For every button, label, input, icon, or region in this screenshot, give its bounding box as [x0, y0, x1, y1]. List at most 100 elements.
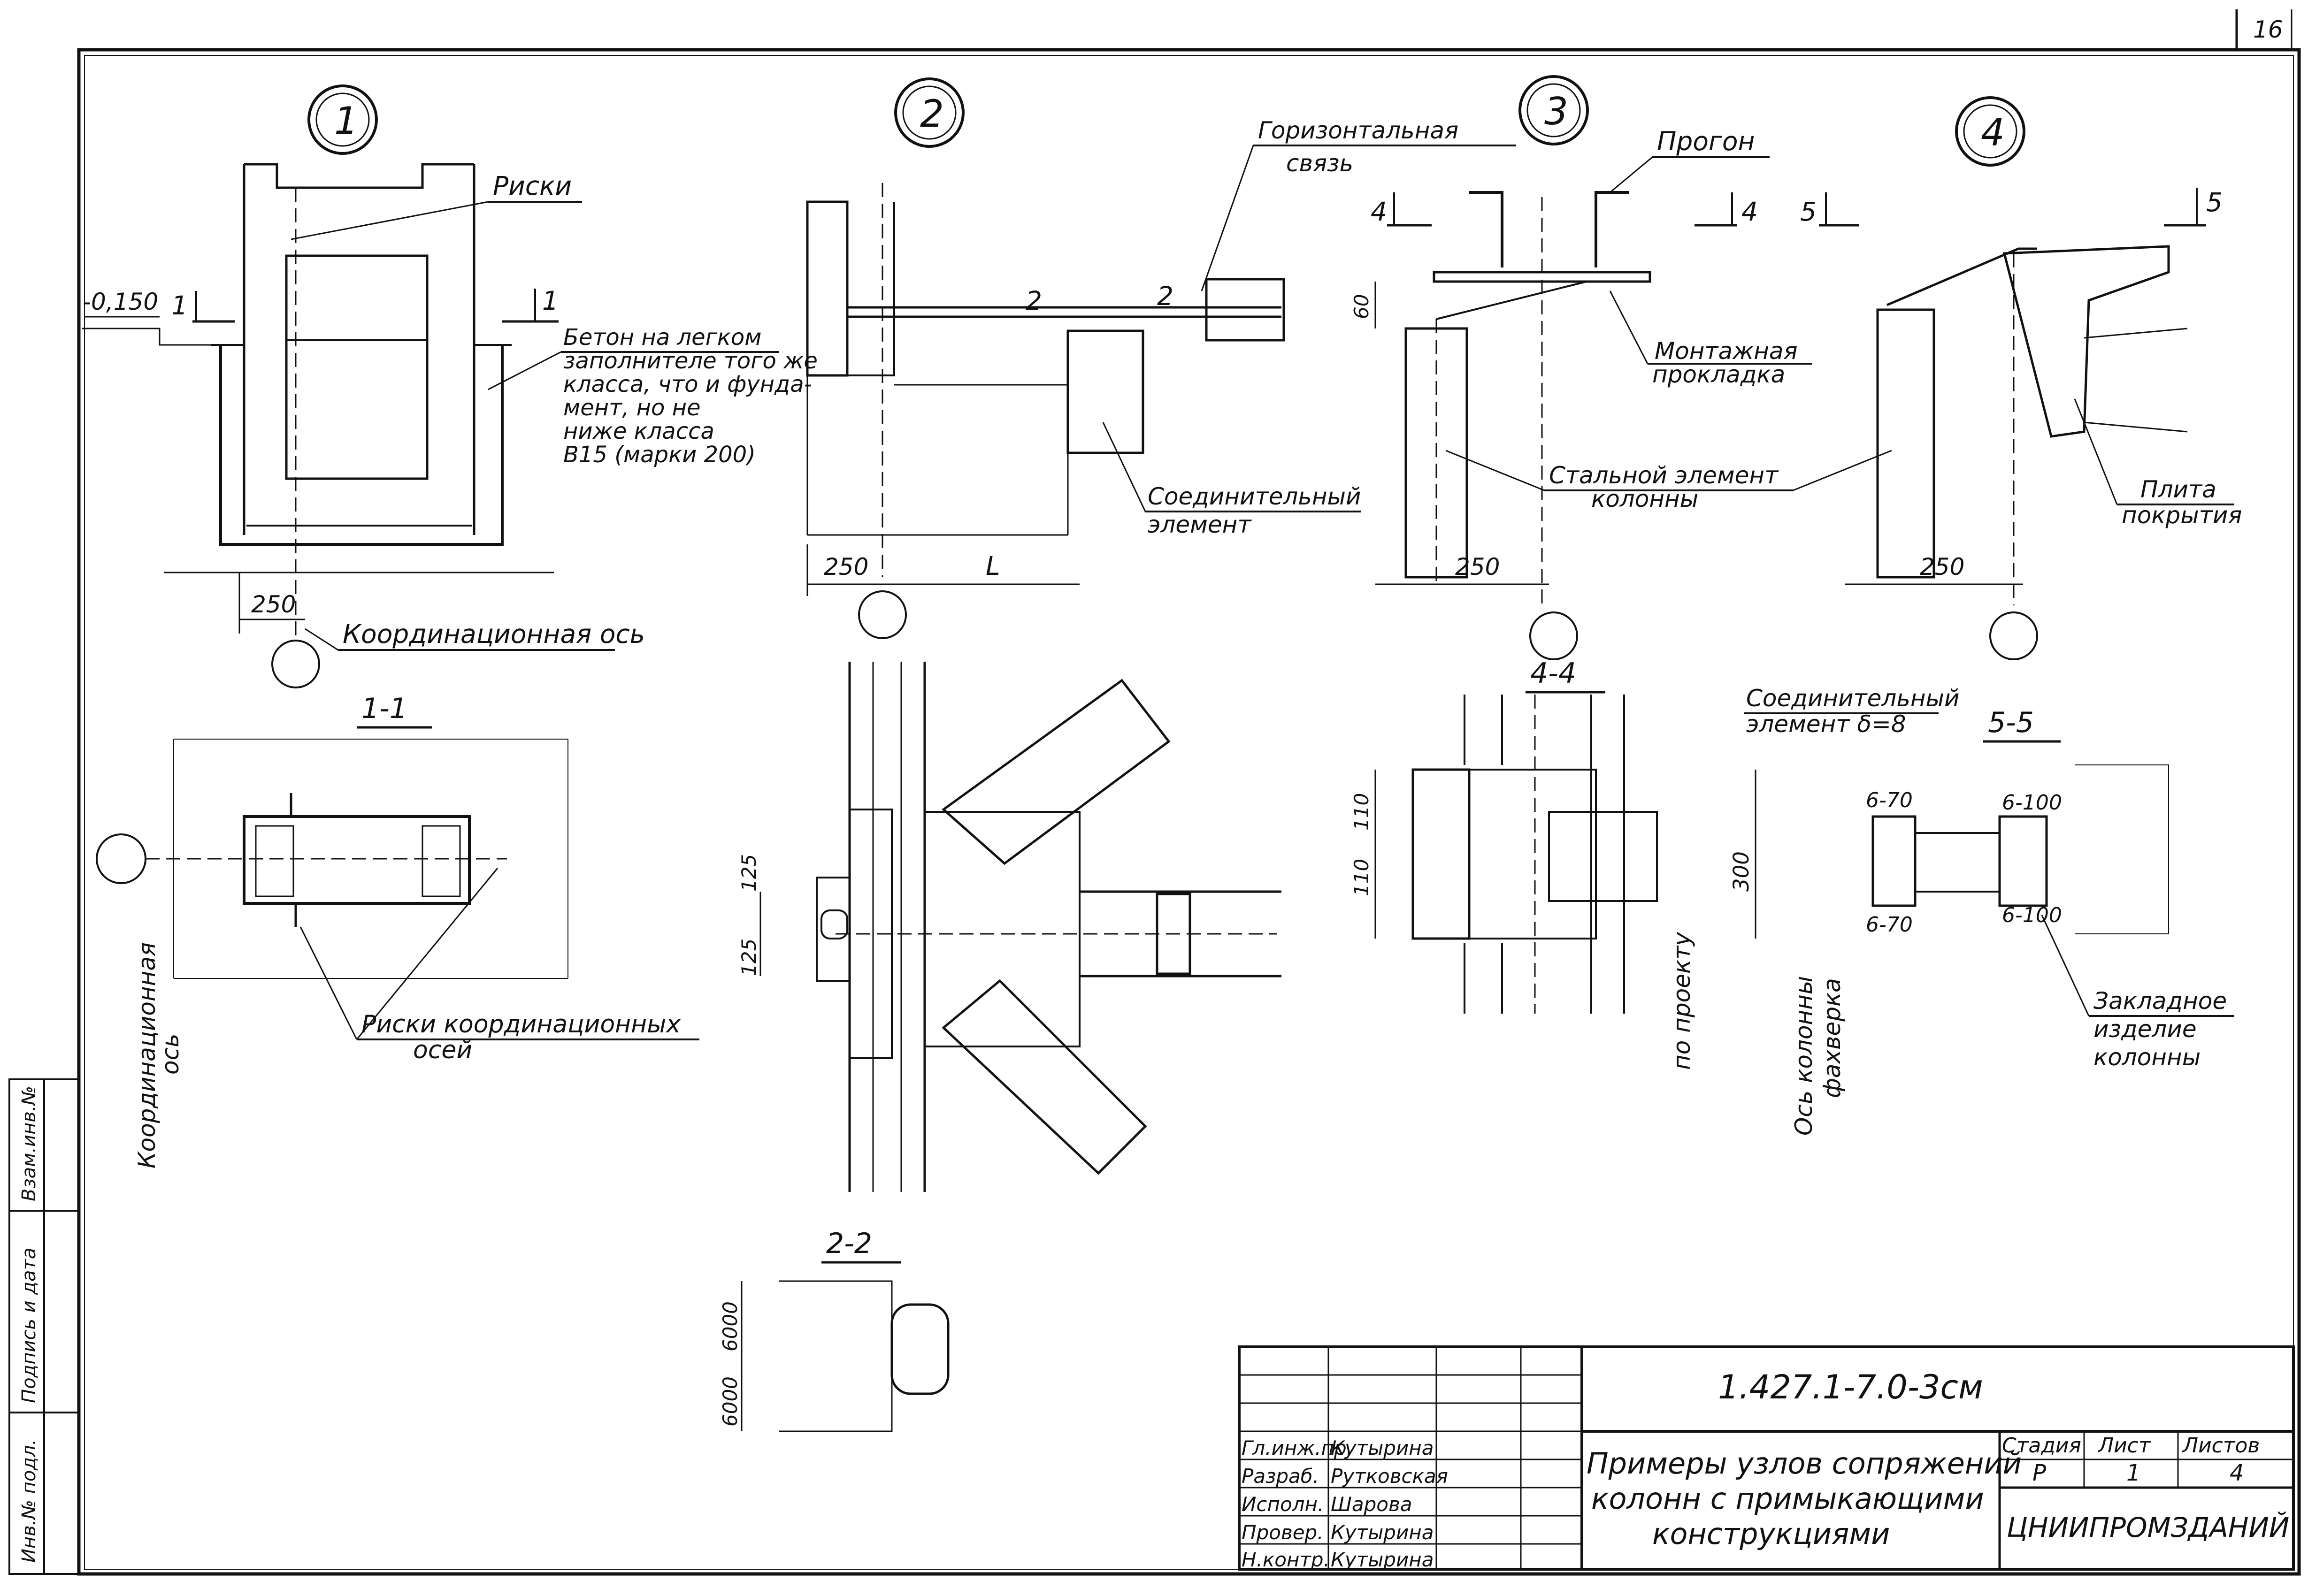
- section-2-2-label: 2-2: [826, 1227, 872, 1260]
- node-4-number: 4: [1981, 111, 2005, 154]
- section-4-4-label: 4-4: [1530, 657, 1576, 690]
- sheet-number: 16: [2253, 16, 2283, 43]
- doc-title-line3: конструкциями: [1652, 1517, 1890, 1551]
- svg-text:2: 2: [1157, 281, 1173, 311]
- svg-text:6000: 6000: [719, 1301, 742, 1352]
- node-4-axis-bubble: [1989, 611, 2038, 660]
- svg-text:связь: связь: [1286, 150, 1353, 177]
- node-2-number: 2: [920, 92, 944, 136]
- svg-text:Исполн.: Исполн.: [1242, 1493, 1324, 1516]
- svg-text:В15 (марки 200): В15 (марки 200): [563, 442, 756, 468]
- node-2-axis-bubble: [858, 590, 907, 639]
- node-1-level-mark: -0,150: [83, 288, 158, 315]
- steel-column-element-label: Стальной элемент: [1549, 462, 1779, 489]
- svg-text:прокладка: прокладка: [1652, 361, 1785, 388]
- node-1-concrete-note: Бетон на легком заполнителе того же клас…: [488, 324, 818, 468]
- node-4-roof-slab: Плита: [2140, 476, 2216, 503]
- connecting-element-thk-label: Соединительный: [1746, 685, 1960, 712]
- node-3: 3 Прогон 4 4 60 Монтажная прокладка Стал…: [1350, 75, 1892, 660]
- svg-text:6-100: 6-100: [2002, 791, 2062, 815]
- svg-text:1: 1: [542, 286, 559, 316]
- svg-text:300: 300: [1729, 851, 1754, 892]
- title-block: 1.427.1-7.0-3см Примеры узлов сопряжений…: [1238, 1345, 2295, 1571]
- side-stamp: Инв.№ подл. Подпись и дата Взам.инв.№: [8, 1078, 80, 1575]
- svg-text:осей: осей: [413, 1036, 472, 1064]
- section-5-5: Соединительный элемент δ=8 5-5 6-70 6-70…: [1744, 685, 2234, 1071]
- svg-text:6-100: 6-100: [2002, 903, 2062, 927]
- svg-text:мент, но не: мент, но не: [563, 395, 701, 421]
- sheets-value: 4: [2230, 1460, 2244, 1486]
- svg-text:5: 5: [2206, 187, 2223, 217]
- svg-text:6000: 6000: [719, 1376, 742, 1427]
- svg-text:Лист: Лист: [2097, 1434, 2151, 1458]
- node-1-coord-axis: Координационная ось: [343, 619, 645, 649]
- svg-text:Н.контр.: Н.контр.: [1242, 1548, 1330, 1571]
- svg-text:покрытия: покрытия: [2122, 502, 2242, 529]
- svg-text:Кутырина: Кутырина: [1331, 1548, 1434, 1571]
- embedded-item-label: Закладное: [2093, 987, 2227, 1015]
- coord-axes-marks-label: Риски координационных: [361, 1010, 681, 1039]
- doc-title-line1: Примеры узлов сопряжений: [1587, 1446, 2022, 1481]
- node-1-riski-label: Риски: [493, 171, 572, 201]
- svg-text:6-70: 6-70: [1866, 913, 1913, 937]
- node-3-axis-bubble: [1529, 611, 1578, 660]
- stage-value: Р: [2032, 1460, 2046, 1486]
- node-3-mounting-pad: Монтажная: [1655, 337, 1798, 365]
- node-3-number: 3: [1544, 90, 1568, 133]
- svg-text:Кутырина: Кутырина: [1331, 1521, 1434, 1544]
- svg-text:110: 110: [1350, 793, 1373, 831]
- svg-text:250: 250: [1455, 553, 1500, 580]
- svg-text:элемент: элемент: [1148, 511, 1252, 538]
- node-3-purlin-label: Прогон: [1657, 126, 1755, 156]
- svg-text:фахверка: фахверка: [1818, 978, 1846, 1098]
- svg-text:250: 250: [251, 591, 296, 618]
- svg-text:2: 2: [1026, 286, 1042, 316]
- node-1-marker: [307, 84, 378, 155]
- node-4-marker: [1955, 96, 2025, 167]
- stamp-signature-date: Подпись и дата: [18, 1248, 40, 1403]
- section-1-1: 1-1 Риски координационных осей Координац…: [96, 692, 699, 1168]
- node-3-marker: [1518, 75, 1589, 145]
- org-name: ЦНИИПРОМЗДАНИЙ: [2007, 1511, 2289, 1543]
- svg-text:1: 1: [171, 290, 188, 321]
- node-4: 4 5 5 Плита покрытия 250: [1800, 96, 2242, 660]
- svg-text:4: 4: [1741, 197, 1758, 227]
- stamp-inv-podl: Инв.№ подл.: [18, 1439, 40, 1563]
- section-2-2: 2-2 6000 6000: [719, 1227, 950, 1432]
- svg-text:класса, что и фунда-: класса, что и фунда-: [563, 371, 812, 397]
- svg-text:125: 125: [737, 854, 760, 892]
- section-1-1-label: 1-1: [361, 692, 407, 725]
- svg-text:Рутковская: Рутковская: [1331, 1465, 1448, 1488]
- node-2-marker: [894, 77, 965, 148]
- svg-text:Гл.инж.пр.: Гл.инж.пр.: [1242, 1436, 1353, 1459]
- node-2: 2 2 2 Горизонтальная связь Соединительны…: [806, 77, 1516, 639]
- section-4-4: 4-4 110 110 300 по проекту Ось колонны ф…: [1350, 657, 1846, 1136]
- svg-text:элемент δ=8: элемент δ=8: [1746, 710, 1906, 738]
- svg-text:Листов: Листов: [2182, 1434, 2260, 1458]
- svg-text:110: 110: [1350, 859, 1373, 896]
- doc-title-line2: колонн с примыкающими: [1591, 1481, 1984, 1516]
- column-axis-label: Ось колонны: [1790, 976, 1817, 1136]
- inner-frame: [84, 55, 2294, 1570]
- svg-text:Стадия: Стадия: [2002, 1434, 2081, 1458]
- svg-text:60: 60: [1350, 294, 1373, 319]
- section-1-1-axis-bubble: [96, 833, 146, 884]
- node-1-number: 1: [334, 99, 358, 143]
- stamp-replace-inv: Взам.инв.№: [18, 1086, 40, 1201]
- node-2-connecting-element: Соединительный: [1148, 483, 1361, 510]
- svg-text:колонны: колонны: [2093, 1044, 2201, 1071]
- sheet-value: 1: [2126, 1460, 2141, 1486]
- node-1: 1 -0,150 1 1 Риски Бетон на легком запол…: [82, 84, 818, 688]
- svg-text:Шарова: Шарова: [1331, 1493, 1412, 1516]
- svg-text:колонны: колонны: [1591, 485, 1698, 512]
- svg-text:250: 250: [1920, 553, 1964, 580]
- outer-frame: [77, 48, 2301, 1576]
- svg-text:L: L: [986, 551, 1000, 581]
- doc-code: 1.427.1-7.0-3см: [1718, 1368, 1983, 1406]
- section-5-5-label: 5-5: [1988, 706, 2034, 739]
- svg-text:5: 5: [1800, 197, 1817, 227]
- node-1-axis-bubble: [271, 640, 320, 688]
- svg-text:Бетон на легком: Бетон на легком: [563, 324, 761, 351]
- node-2-plan: 125 125: [737, 662, 1281, 1192]
